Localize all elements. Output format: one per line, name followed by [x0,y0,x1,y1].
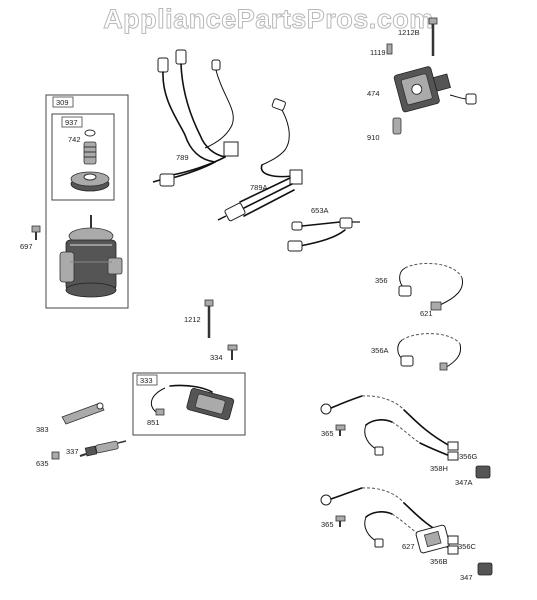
label-653A: 653A [311,206,329,215]
label-627: 627 [402,542,415,551]
label-621: 621 [420,309,433,318]
label-697: 697 [20,242,33,251]
label-356: 356 [375,276,388,285]
wire-356A [397,333,462,371]
screw-334 [227,344,238,360]
label-789: 789 [176,153,189,162]
label-1212: 1212 [184,315,201,324]
label-383: 383 [36,425,49,434]
spark-plug-337 [79,440,127,457]
label-742: 742 [68,135,81,144]
label-356A: 356A [371,346,389,355]
part-383 [61,402,105,425]
label-356B: 356B [430,557,448,566]
label-337: 337 [66,447,79,456]
site-watermark: AppliancePartsPros.com [103,4,434,35]
label-356G: 356G [459,452,478,461]
pinion-gear [70,171,110,192]
label-937: 937 [65,118,78,127]
armature-group-333: 333 851 [132,372,246,436]
armature-box-333 [132,372,246,436]
bolt-697 [31,225,41,240]
label-1119: 1119 [370,48,386,57]
stud-1212 [204,299,214,338]
label-333: 333 [140,376,153,385]
label-1212B: 1212B [398,28,420,37]
label-356C: 356C [458,542,477,551]
pinion-spring [83,141,97,165]
harness-lower [320,487,493,576]
label-635: 635 [36,459,49,468]
label-334: 334 [210,353,223,362]
label-789A: 789A [250,183,268,192]
label-365-upper: 365 [321,429,334,438]
wire-653A [287,217,360,252]
label-851: 851 [147,418,160,427]
label-474: 474 [367,89,380,98]
wire-harness-789 [152,49,239,187]
retaining-ring [84,129,96,137]
harness-upper [320,395,491,479]
starter-box-309 [45,94,129,309]
wire-356 [398,262,464,311]
label-309: 309 [56,98,69,107]
ignition-module-474 [386,17,477,135]
label-358H: 358H [430,464,448,473]
starter-motor-group: 309 937 742 [20,94,129,309]
starter-motor [59,215,123,298]
label-365-lower: 365 [321,520,334,529]
label-910: 910 [367,133,380,142]
label-347: 347 [460,573,473,582]
wire-harness-789A [217,98,303,222]
part-635 [51,451,60,460]
starter-kit-box-937 [51,113,115,201]
label-347A: 347A [455,478,473,487]
